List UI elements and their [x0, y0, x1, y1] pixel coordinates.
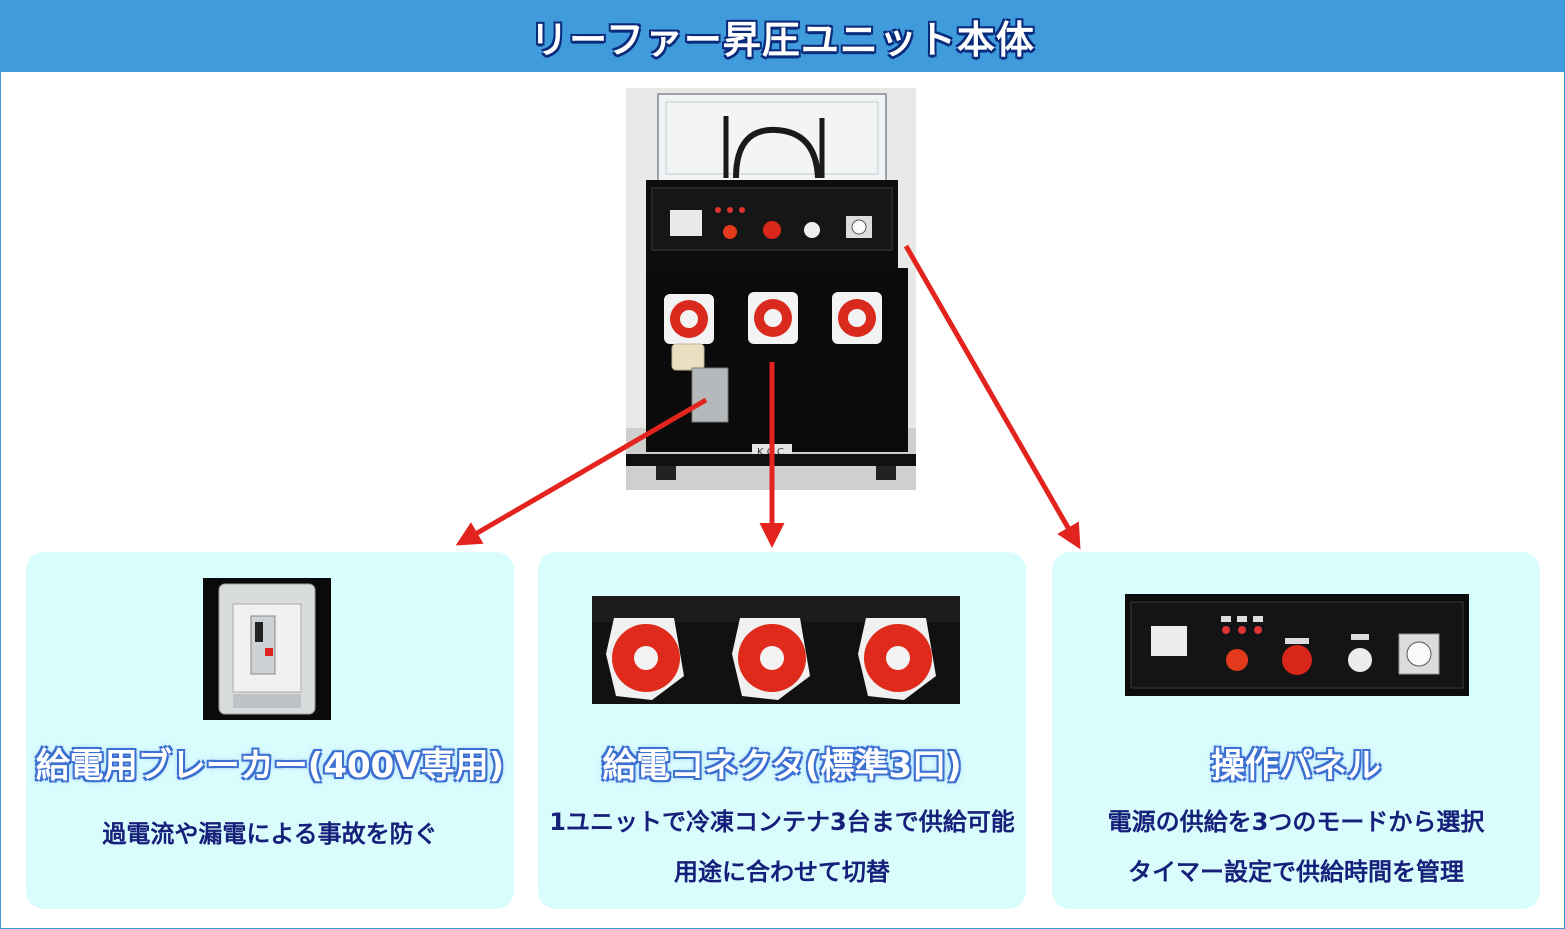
- control-panel-desc-1: 電源の供給を3つのモードから選択: [1107, 808, 1485, 836]
- control-panel-title: 操作パネル: [1211, 746, 1381, 786]
- control-panel-photo: [1125, 594, 1469, 696]
- main-unit-photo: K.C.C.: [626, 88, 916, 490]
- header-banner: リーファー昇圧ユニット本体: [0, 0, 1565, 72]
- breaker-title: 給電用ブレーカー(400V専用): [35, 746, 505, 786]
- breaker-desc-1: 過電流や漏電による事故を防ぐ: [102, 820, 438, 848]
- connector-desc-1: 1ユニットで冷凍コンテナ3台まで供給可能: [549, 808, 1015, 836]
- card-control-panel: 操作パネル 電源の供給を3つのモードから選択 タイマー設定で供給時間を管理: [1052, 552, 1540, 909]
- card-breaker: 給電用ブレーカー(400V専用) 過電流や漏電による事故を防ぐ: [26, 552, 514, 909]
- control-panel-desc-2: タイマー設定で供給時間を管理: [1128, 858, 1464, 886]
- connector-photo: [592, 596, 960, 704]
- reefer-unit-illustration: K.C.C.: [626, 88, 916, 490]
- connector-desc-2: 用途に合わせて切替: [674, 858, 890, 886]
- breaker-photo: [203, 578, 331, 720]
- connector-title: 給電コネクタ(標準3口): [602, 746, 962, 786]
- page-title: リーファー昇圧ユニット本体: [530, 17, 1035, 62]
- card-connector: 給電コネクタ(標準3口) 1ユニットで冷凍コンテナ3台まで供給可能 用途に合わせ…: [538, 552, 1026, 909]
